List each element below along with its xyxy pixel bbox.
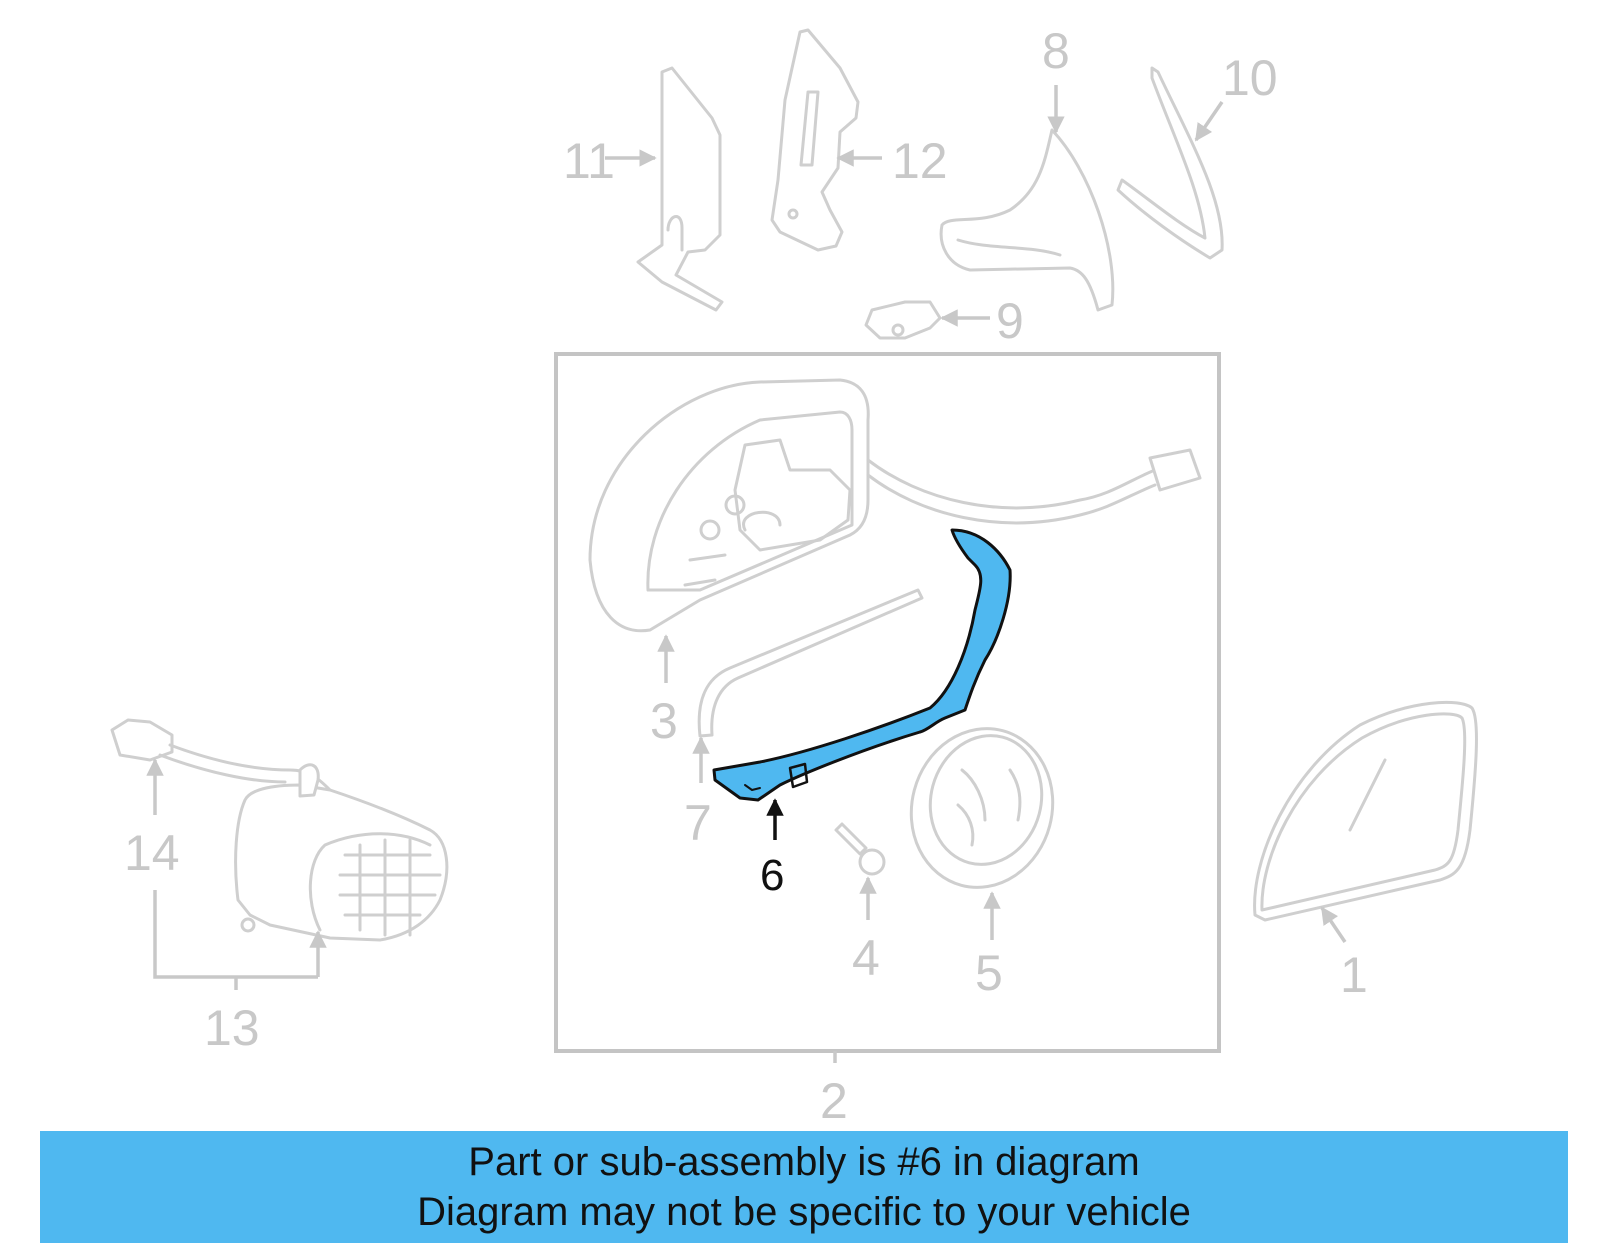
callout-5: 5 [975,945,1003,1001]
part-3-shape [588,378,1202,633]
part-4-shape [834,822,886,876]
callout-4: 4 [852,930,880,986]
part-7-shape [697,588,924,738]
part-5-shape [909,727,1055,889]
callout-2: 2 [820,1073,848,1129]
part-14-shape [110,718,332,792]
part-9-shape [864,300,942,340]
part-13-shape [234,763,449,942]
leader-1 [1320,906,1347,943]
leader-13 [153,890,318,979]
callout-13: 13 [204,1000,260,1056]
leader-10 [1194,101,1224,142]
part-11-shape [636,66,724,312]
callout-6: 6 [760,851,784,900]
banner-line-1: Part or sub-assembly is #6 in diagram [468,1140,1140,1184]
assembly-box [554,352,1221,1053]
part-10-shape [1116,66,1224,260]
part-8-shape [939,128,1115,312]
callout-10: 10 [1222,50,1278,106]
callout-12: 12 [892,133,948,189]
callout-1: 1 [1340,947,1368,1003]
part-1-shape [1253,700,1478,922]
banner-line-2: Diagram may not be specific to your vehi… [417,1190,1191,1234]
callout-9: 9 [996,293,1024,349]
part-12-shape [770,28,860,252]
part-6-shape [712,528,1012,802]
info-banner: Part or sub-assembly is #6 in diagram Di… [40,1131,1568,1243]
callout-14: 14 [124,825,180,881]
callout-7: 7 [684,795,712,851]
callout-3: 3 [650,693,678,749]
callout-8: 8 [1042,23,1070,79]
callout-11: 11 [563,133,615,189]
